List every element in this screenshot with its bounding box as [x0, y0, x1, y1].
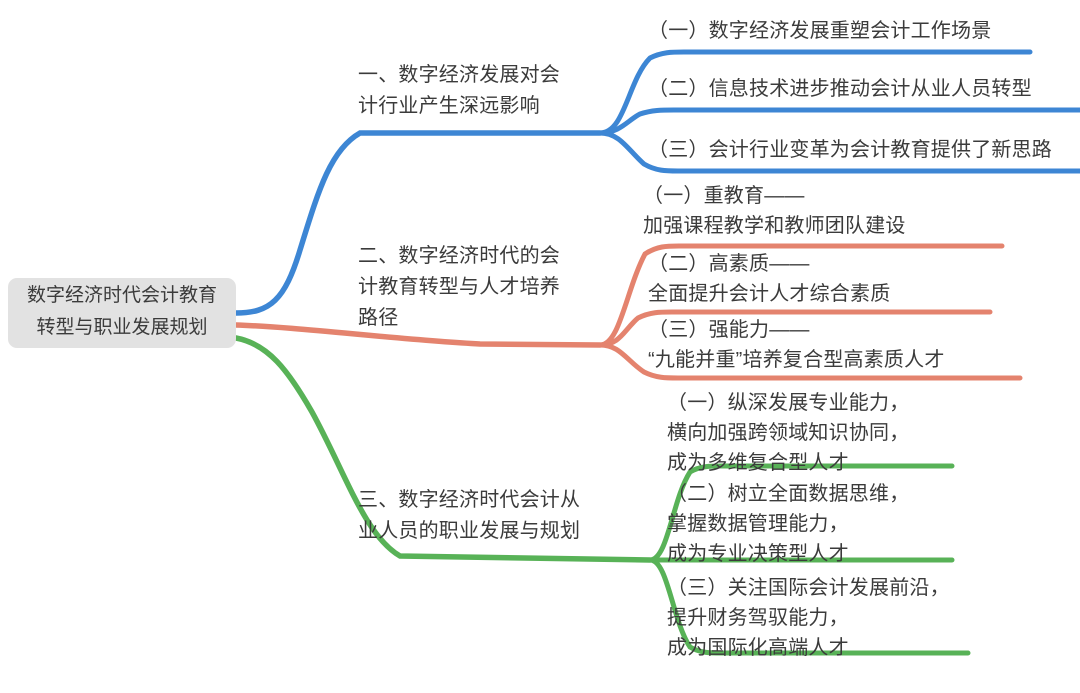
branch-1-label[interactable]: 一、数字经济发展对会 计行业产生深远影响 [358, 64, 560, 117]
branch-1-child-1-label[interactable]: （一）数字经济发展重塑会计工作场景 [648, 20, 992, 42]
branch-2-label[interactable]: 二、数字经济时代的会 计教育转型与人才培养 路径 [358, 245, 560, 329]
branch-3-child-1-label[interactable]: （一）纵深发展专业能力， 横向加强跨领域知识协同， 成为多维复合型人才 [667, 392, 910, 474]
branch-3-child-2-label[interactable]: （二）树立全面数据思维， 掌握数据管理能力， 成为专业决策型人才 [667, 483, 910, 565]
branch-2-child-3-label[interactable]: （三）强能力—— “九能并重”培养复合型高素质人才 [648, 319, 945, 371]
root-node-label: 数字经济时代会计教育 转型与职业发展规划 [26, 285, 217, 338]
branch-3-label[interactable]: 三、数字经济时代会计从 业人员的职业发展与规划 [358, 489, 581, 542]
branch-1-child-3-label[interactable]: （三）会计行业变革为会计教育提供了新思路 [648, 139, 1052, 161]
branch-2-child-1-label[interactable]: （一）重教育—— 加强课程教学和教师团队建设 [643, 185, 906, 237]
root-node-box[interactable] [8, 278, 236, 348]
edge-branch-1-child-2 [597, 107, 1080, 136]
branch-2-child-2-label[interactable]: （二）高素质—— 全面提升会计人才综合素质 [648, 253, 891, 305]
branch-3-child-3-label[interactable]: （三）关注国际会计发展前沿， 提升财务驾驭能力， 成为国际化高端人才 [667, 577, 950, 659]
branch-1-child-2-label[interactable]: （二）信息技术进步推动会计从业人员转型 [648, 78, 1032, 100]
